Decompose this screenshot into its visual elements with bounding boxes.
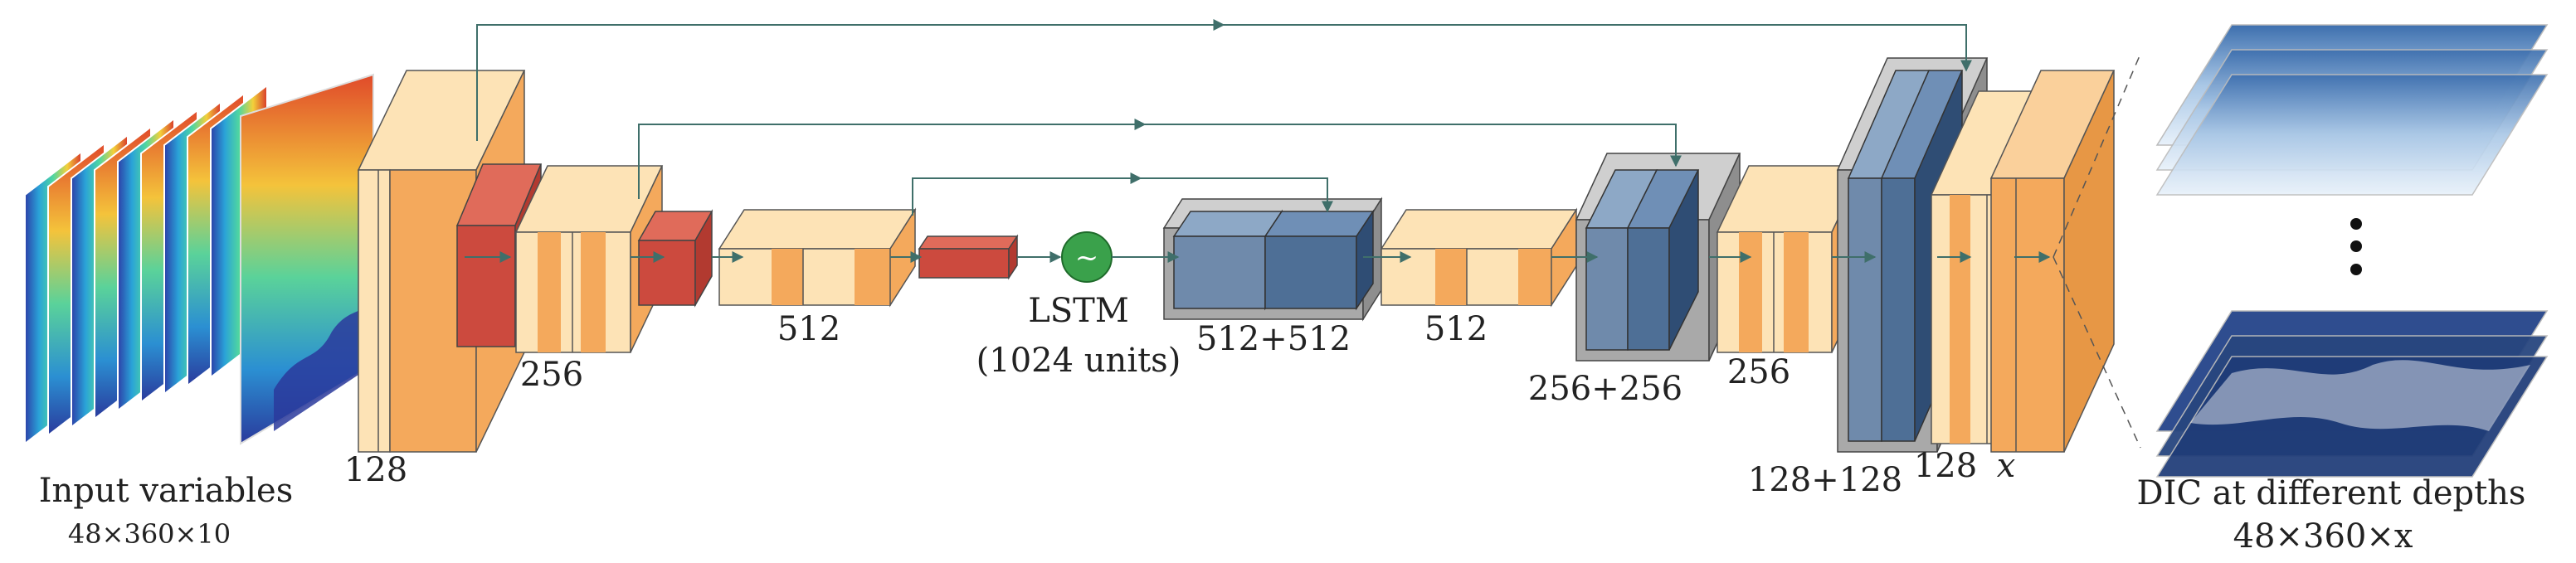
skip-connection-2 xyxy=(638,124,1682,199)
concat2-channels: 256+256 xyxy=(1528,370,1682,408)
encoder-block-512 xyxy=(718,207,917,308)
pool-block-2 xyxy=(637,209,713,308)
enc3-channels: 512 xyxy=(777,310,840,348)
pool-block-3 xyxy=(918,234,1019,280)
output-channels: x xyxy=(1997,447,2016,485)
output-maps-bottom xyxy=(2155,310,2549,478)
decoder-block-512 xyxy=(1380,207,1578,308)
encoder-block-256 xyxy=(514,165,664,353)
dec3-channels: 512 xyxy=(1424,310,1488,348)
enc2-channels: 256 xyxy=(520,356,583,394)
labels: Input variables 48×360×10 128 256 512 LS… xyxy=(39,292,2526,556)
lstm-title: LSTM xyxy=(1028,292,1129,330)
dec2-channels: 256 xyxy=(1727,353,1790,391)
concat1-channels: 128+128 xyxy=(1748,461,1902,499)
output-title: DIC at different depths xyxy=(2137,474,2526,512)
output-layer xyxy=(1989,70,2116,453)
input-dims: 48×360×10 xyxy=(68,518,231,550)
vertical-dots-icon xyxy=(2350,218,2362,275)
input-title: Input variables xyxy=(39,472,294,510)
tilde-circle-icon: ~ xyxy=(1075,241,1099,274)
lstm-units: (1024 units) xyxy=(976,342,1181,380)
input-variable-stack xyxy=(24,73,374,446)
bottleneck-block xyxy=(1162,197,1383,322)
output-maps-top xyxy=(2155,24,2549,196)
dec1-channels: 128 xyxy=(1914,447,1977,485)
skip-connections xyxy=(476,19,1972,216)
concat-block-256 xyxy=(1575,153,1741,362)
bottleneck-channels: 512+512 xyxy=(1196,320,1351,358)
output-projection xyxy=(2053,53,2141,449)
enc1-channels: 128 xyxy=(344,451,407,489)
output-dims: 48×360×x xyxy=(2233,517,2413,556)
lstm-node: ~ xyxy=(1061,231,1113,283)
